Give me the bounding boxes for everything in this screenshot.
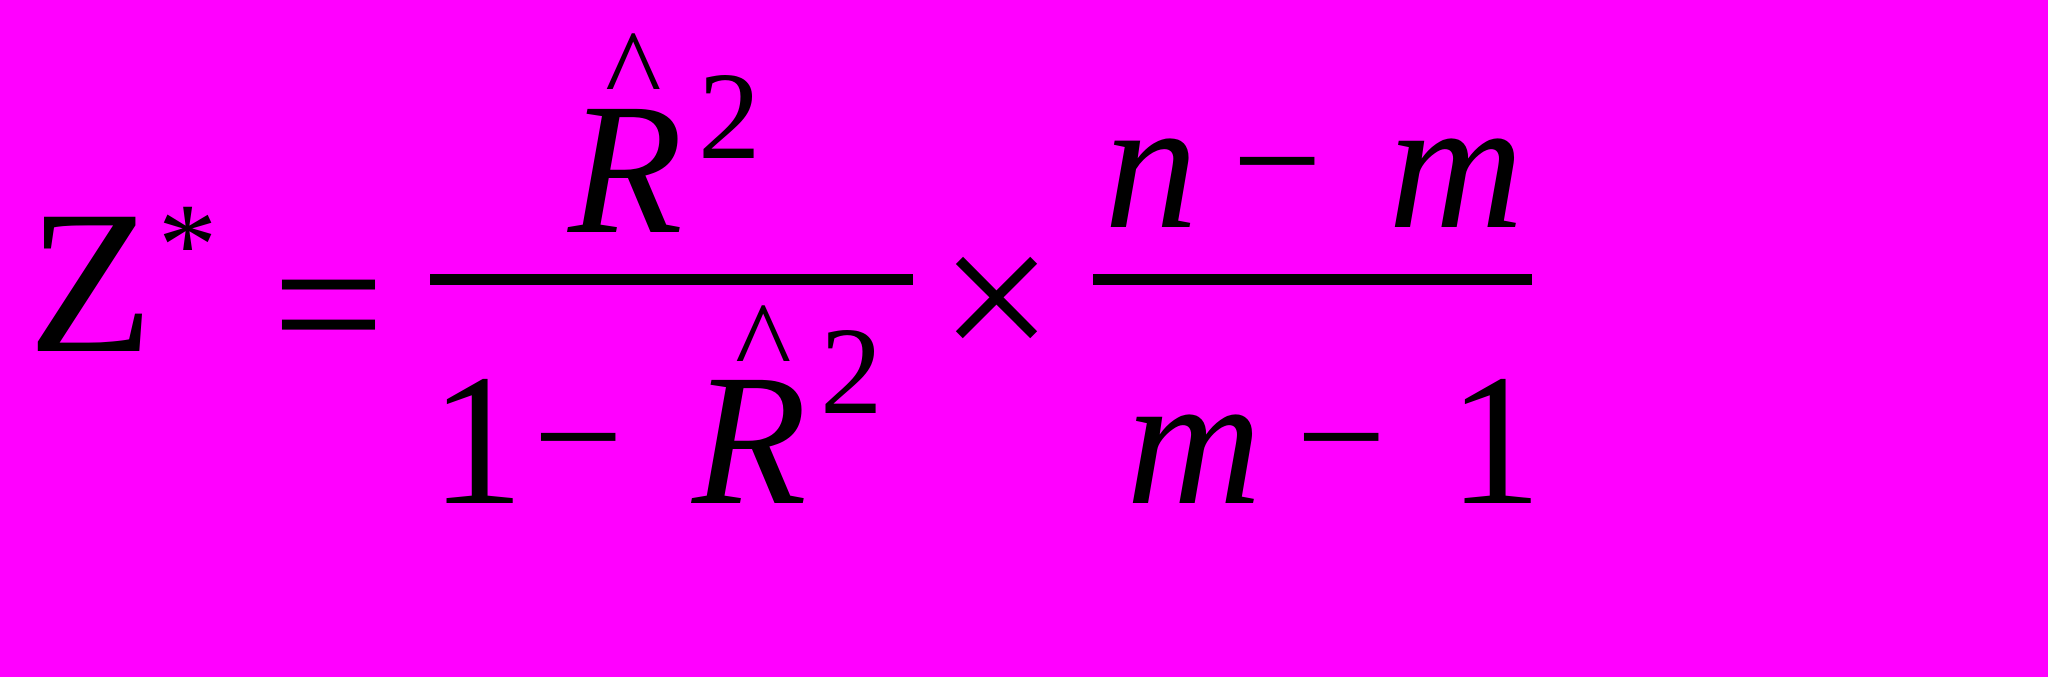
lhs-symbol: Z [28,169,154,396]
numerator-m: m [1388,59,1524,268]
denominator-m: m [1126,335,1262,544]
numerator-r-hat: R [568,64,683,273]
numerator-minus: − [1232,71,1323,249]
lhs-superscript: * [158,179,217,310]
numerator-n: n [1104,59,1198,268]
denominator-minus: − [533,347,624,525]
numerator-exponent: 2 [698,48,761,186]
numerator-hat: ^ [605,5,662,138]
denominator-hat: ^ [735,277,792,410]
times-sign: × [940,187,1053,408]
denominator-exponent: 2 [820,303,883,441]
denominator-r-hat: R [692,335,807,544]
denominator-one: 1 [430,335,524,544]
equals-sign: = [272,194,385,415]
fraction-bar-right [1093,274,1532,285]
denominator-one-2: 1 [1448,335,1542,544]
denominator-minus-2: − [1296,347,1387,525]
fraction-bar-left [430,274,913,285]
